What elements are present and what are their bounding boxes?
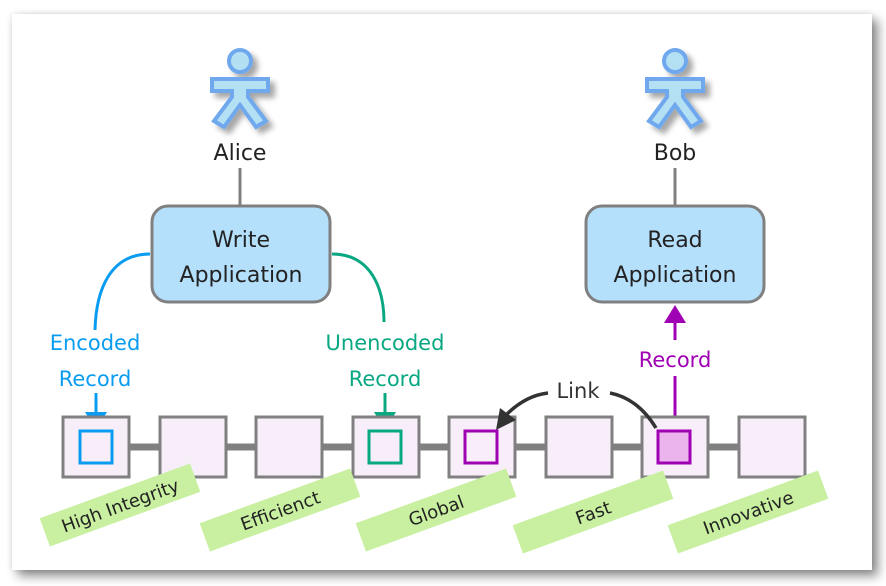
read-record (656, 429, 692, 465)
read-app-line2: Application (614, 263, 737, 288)
tag-global: Global (355, 468, 517, 552)
encoded-label-line2: Record (59, 367, 132, 391)
encoded-connector (93, 252, 151, 331)
block-3 (254, 415, 324, 479)
tag-innovative: Innovative (667, 470, 829, 554)
actor-alice-label: Alice (214, 141, 267, 166)
write-application-box (150, 204, 332, 304)
record-label: Record (639, 348, 712, 372)
encoded-label-line1: Encoded (50, 331, 141, 355)
tag-efficienct: Efficienct (199, 468, 361, 552)
block-2 (158, 415, 228, 479)
link-arrow (504, 391, 549, 417)
block-6 (544, 415, 614, 479)
actor-bob-icon (645, 48, 705, 130)
read-app-line1: Read (647, 228, 702, 253)
link-arrow-tail (609, 391, 658, 429)
block-8 (737, 415, 807, 479)
actor-bob-label: Bob (654, 141, 697, 166)
unencoded-connector (331, 252, 386, 323)
actor-alice-icon (210, 48, 270, 130)
unencoded-record (367, 429, 403, 465)
write-app-line1: Write (212, 228, 270, 253)
block-chain (61, 415, 807, 479)
unencoded-label-line1: Unencoded (326, 331, 445, 355)
tag-fast: Fast (512, 470, 674, 554)
record-arrowhead-icon (664, 305, 686, 323)
link-arrowhead-icon (496, 408, 516, 430)
encoded-record (78, 429, 114, 465)
linked-record (463, 429, 499, 465)
unencoded-label-line2: Record (349, 367, 422, 391)
link-label: Link (556, 379, 600, 403)
read-application-box (584, 204, 766, 304)
write-app-line2: Application (180, 263, 303, 288)
